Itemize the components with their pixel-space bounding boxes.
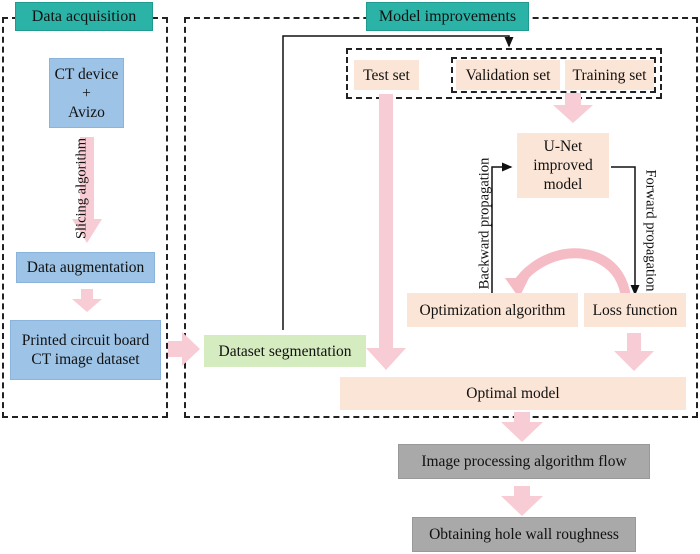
section-title: Data acquisition — [31, 8, 137, 25]
node-optimal-model: Optimal model — [340, 377, 686, 410]
node-unet-model: U-Net improved model — [517, 133, 609, 198]
node-text: CT device — [54, 65, 119, 83]
node-hole-wall-roughness: Obtaining hole wall roughness — [412, 517, 636, 552]
node-text: model — [543, 176, 583, 193]
line-backward-propagation — [491, 162, 513, 294]
line-segmentation-to-split — [282, 35, 514, 330]
arrow-pcb-to-segmentation — [168, 332, 200, 366]
label-slicing-algorithm: Slicing algorithm — [73, 137, 90, 240]
node-text: U-Net — [543, 138, 583, 155]
node-text: Printed circuit board — [21, 332, 150, 349]
dataset-split-frame — [346, 48, 662, 99]
node-training-set: Training set — [565, 60, 654, 90]
node-text: Optimal model — [466, 385, 560, 402]
node-loss-function: Loss function — [584, 293, 686, 327]
arrow-optimal-to-imageproc — [501, 412, 543, 442]
node-text: improved — [533, 157, 593, 174]
section-title: Model improvements — [378, 8, 517, 25]
node-optimization-algorithm: Optimization algorithm — [407, 293, 578, 327]
arrow-imageproc-to-roughness — [501, 486, 543, 516]
arrow-testset-to-optimal — [366, 94, 406, 370]
node-text: Loss function — [592, 301, 678, 319]
arrow-loss-to-optimal — [614, 333, 654, 371]
node-text: Avizo — [68, 103, 105, 121]
arrow-augmentation-to-pcb — [72, 289, 102, 312]
train-val-frame — [451, 57, 656, 93]
arrow-ct-to-augmentation — [72, 137, 102, 243]
line-forward-propagation — [611, 166, 640, 296]
node-test-set: Test set — [354, 60, 419, 90]
node-text: Test set — [363, 66, 410, 84]
node-ct-device: CT device + Avizo — [49, 58, 124, 128]
node-pcb-dataset: Printed circuit board CT image dataset — [10, 320, 161, 380]
section-header-model-improvements: Model improvements — [366, 2, 529, 31]
node-text: + — [82, 84, 91, 102]
node-image-processing: Image processing algorithm flow — [398, 444, 650, 479]
node-data-augmentation: Data augmentation — [16, 252, 155, 283]
node-text: Training set — [572, 66, 647, 84]
label-forward-propagation: Forward propagation — [642, 169, 659, 292]
node-text: Data augmentation — [26, 259, 145, 276]
curved-arrow-loss-to-optimization — [512, 248, 631, 299]
node-dataset-segmentation: Dataset segmentation — [204, 335, 366, 367]
label-backward-propagation: Backward propagation — [476, 157, 493, 290]
node-text: Image processing algorithm flow — [421, 453, 627, 470]
node-text: CT image dataset — [31, 351, 140, 368]
node-text: Obtaining hole wall roughness — [429, 526, 619, 543]
section-header-data-acquisition: Data acquisition — [15, 2, 153, 31]
arrow-trainval-to-unet — [553, 93, 593, 123]
node-text: Validation set — [465, 66, 551, 84]
node-validation-set: Validation set — [456, 60, 560, 90]
node-text: Dataset segmentation — [218, 342, 352, 360]
node-text: Optimization algorithm — [419, 301, 566, 319]
